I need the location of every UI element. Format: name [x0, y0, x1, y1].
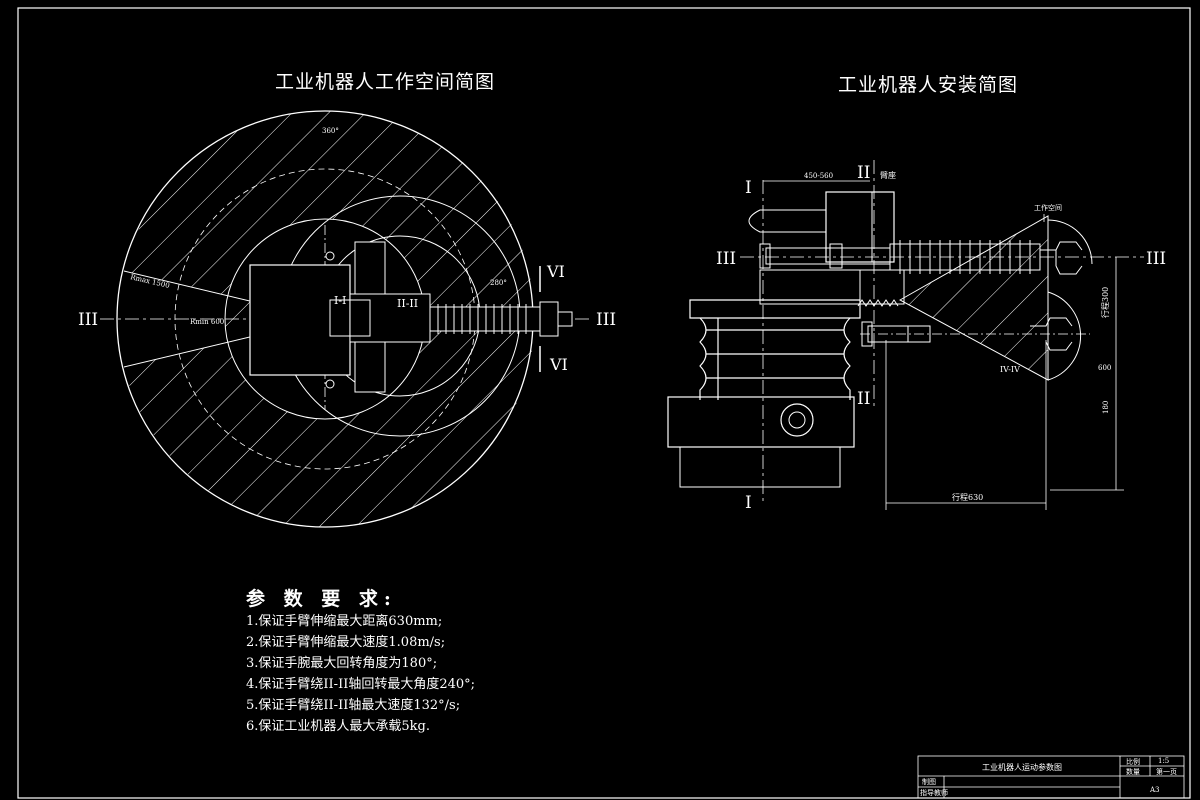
- wrist-arc-bottom: [1047, 291, 1081, 381]
- title-block-qty-value: 第一页: [1156, 768, 1177, 776]
- requirements-heading: 参 数 要 求:: [246, 588, 397, 610]
- title-block-check-label: 指导教师: [920, 789, 948, 797]
- section-vi-bottom: VI: [549, 355, 568, 374]
- bolt-top: [325, 251, 335, 261]
- motor-housing: [825, 191, 895, 263]
- upper-bracket: [748, 209, 827, 233]
- section-ii-ii: II-II: [397, 297, 418, 310]
- title-block-drawn-label: 制图: [922, 778, 936, 786]
- stroke-horizontal-label: 行程630: [952, 492, 983, 502]
- gripper-upper: [1040, 241, 1083, 275]
- carriage-rail: [859, 269, 905, 305]
- workspace-diagram: 360° 280° Rmax 1500 Rmin 600 III III VI …: [78, 110, 616, 528]
- arm-carriage: [759, 269, 861, 305]
- workspace-hatched-region: [118, 110, 535, 527]
- section-iii-left-a: III: [78, 310, 98, 330]
- requirement-item: 2.保证手臂伸缩最大速度1.08m/s;: [246, 635, 446, 650]
- title-block-sheet: A3: [1150, 786, 1160, 794]
- base-foundation: [679, 446, 841, 488]
- dim-v2-label: 180: [1102, 401, 1110, 414]
- installation-diagram-title: 工业机器人安装简图: [838, 74, 1019, 96]
- base-plinth: [667, 396, 855, 448]
- pivot-circle: [780, 403, 814, 437]
- arm-workspace-region: [898, 215, 1049, 381]
- title-block-name: 工业机器人运动参数图: [982, 763, 1062, 772]
- pivot-inner: [788, 411, 806, 429]
- dim-top-label: 450-560: [804, 172, 833, 180]
- work-space-label: 工作空间: [1034, 203, 1062, 212]
- section-ii-bottom: II: [857, 389, 870, 409]
- column-bellows: [689, 299, 861, 400]
- requirement-item: 1.保证手臂伸缩最大距离630mm;: [246, 614, 443, 629]
- angle-right-label: 280°: [490, 279, 507, 287]
- requirement-item: 4.保证手臂绕II-II轴回转最大角度240°;: [246, 677, 476, 692]
- title-block-scale-value: 1:5: [1158, 757, 1170, 765]
- bellows-plan: [429, 301, 573, 337]
- arm-inner: [329, 299, 371, 337]
- title-block-qty-label: 数量: [1126, 768, 1140, 776]
- title-block-scale-label: 比例: [1126, 758, 1140, 766]
- section-i-bottom: I: [745, 493, 752, 513]
- sheet-frame: [17, 7, 1191, 799]
- section-vi-top: VI: [546, 262, 565, 281]
- requirements-list: 1.保证手臂伸缩最大距离630mm; 2.保证手臂伸缩最大速度1.08m/s; …: [246, 611, 475, 737]
- workspace-diagram-title: 工业机器人工作空间简图: [275, 71, 496, 93]
- brand-label: 臂座: [880, 170, 896, 180]
- motor-cap: [871, 191, 895, 263]
- rack-teeth: [857, 299, 899, 307]
- wrist-arc-top: [1047, 219, 1093, 265]
- requirement-item: 5.保证手臂绕II-II轴最大速度132°/s;: [246, 698, 461, 713]
- angle-top-label: 360°: [322, 127, 339, 135]
- bolt-bottom: [325, 379, 335, 389]
- installation-diagram: [667, 160, 1144, 510]
- section-iii-right-b: III: [1146, 249, 1166, 269]
- stroke-vertical-label: 行程300: [1100, 287, 1110, 318]
- section-i-i: I-I: [334, 294, 346, 307]
- section-i-top: I: [745, 178, 752, 198]
- section-ii-top: II: [857, 163, 870, 183]
- section-iii-left-b: III: [596, 310, 616, 330]
- section-iv-label: IV-IV: [1000, 365, 1020, 374]
- requirement-item: 6.保证工业机器人最大承载5kg.: [246, 719, 431, 734]
- robot-base-plan: [249, 264, 351, 376]
- dim-v3-label: 600: [1098, 364, 1111, 372]
- extended-arm: [759, 243, 891, 269]
- rmin-label: Rmin 600: [190, 318, 224, 326]
- installation-labels: 450-560 臂座 工作空间 行程300 600 180 行程630 I I …: [716, 163, 1166, 513]
- section-iii-right-a: III: [716, 249, 736, 269]
- title-block-grid: [917, 755, 1185, 799]
- requirement-item: 3.保证手腕最大回转角度为180°;: [246, 656, 438, 671]
